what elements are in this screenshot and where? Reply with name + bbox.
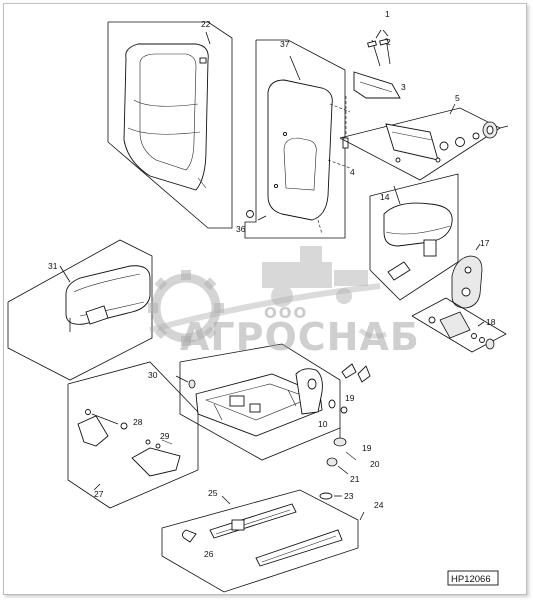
callout-10: 10 <box>318 419 328 429</box>
watermark-brand: АГРОСНАБ <box>180 315 420 359</box>
panel-seat-frame <box>175 343 341 461</box>
drawing-code-box: HP12066 <box>447 570 499 586</box>
lever-handle-28 <box>77 415 109 447</box>
callout-18: 18 <box>486 317 496 327</box>
pin-4 <box>342 137 349 149</box>
armrest-part <box>383 202 453 247</box>
hardware-10-21 <box>326 399 357 475</box>
bracket-assembly <box>342 29 401 149</box>
callout-31: 31 <box>48 261 58 271</box>
armrest-bracket <box>423 239 437 257</box>
panel-pivot-bracket <box>339 103 509 181</box>
lever-bracket-29 <box>131 447 181 477</box>
callout-28: 28 <box>133 417 143 427</box>
callout-29: 29 <box>160 431 170 441</box>
bushing-30 <box>188 379 196 389</box>
callout-20: 20 <box>370 459 380 469</box>
panel-backrest-frame <box>244 39 351 239</box>
callout-14: 14 <box>380 192 390 202</box>
panel-latch <box>411 297 507 353</box>
callout-1: 1 <box>385 9 390 19</box>
panel-slide-rails <box>161 489 365 593</box>
backrest-frame-part <box>267 79 333 221</box>
callout-37: 37 <box>280 39 290 49</box>
callout-24: 24 <box>374 500 384 510</box>
slide-rail-right <box>255 529 343 567</box>
callout-30: 30 <box>148 370 158 380</box>
hinge-bracket <box>295 368 323 415</box>
panel-backrest-cushion <box>107 21 233 229</box>
callout-36: 36 <box>236 224 246 234</box>
washer-23 <box>319 492 333 500</box>
callout-4: 4 <box>350 167 355 177</box>
slide-bracket-3 <box>353 71 401 99</box>
callout-25: 25 <box>208 488 218 498</box>
panel-lever <box>67 361 199 509</box>
callout-5: 5 <box>455 93 460 103</box>
watermark-logo: ООО АГРОСНАБ <box>148 246 420 359</box>
callout-19b: 19 <box>362 443 372 453</box>
harvester-icon <box>262 246 368 307</box>
gear-icon <box>148 270 224 346</box>
callout-27: 27 <box>94 489 104 499</box>
callout-23: 23 <box>344 491 354 501</box>
callout-3: 3 <box>401 82 406 92</box>
slide-rail-left <box>209 503 297 539</box>
callout-21: 21 <box>350 474 360 484</box>
knob-17 <box>451 243 483 309</box>
callout-26: 26 <box>204 549 214 559</box>
spring-26 <box>181 529 197 543</box>
callout-labels: 22 37 1 2 3 5 4 14 17 18 31 36 30 19 10 … <box>48 9 496 559</box>
callout-19a: 19 <box>345 393 355 403</box>
callout-2: 2 <box>386 37 391 47</box>
watermark-small-text: ООО <box>264 304 308 322</box>
latch-part <box>439 311 471 339</box>
pivot-bracket-part <box>385 123 439 161</box>
panel-seat-cushion <box>7 239 153 381</box>
panel-armrest <box>369 173 459 301</box>
callout-22: 22 <box>201 19 211 29</box>
backrest-cushion-part <box>123 43 209 191</box>
washer-36 <box>246 210 254 218</box>
callout-17: 17 <box>480 238 490 248</box>
seat-cushion-part <box>65 265 151 325</box>
clip-parts <box>341 363 371 383</box>
drawing-code: HP12066 <box>451 574 491 585</box>
